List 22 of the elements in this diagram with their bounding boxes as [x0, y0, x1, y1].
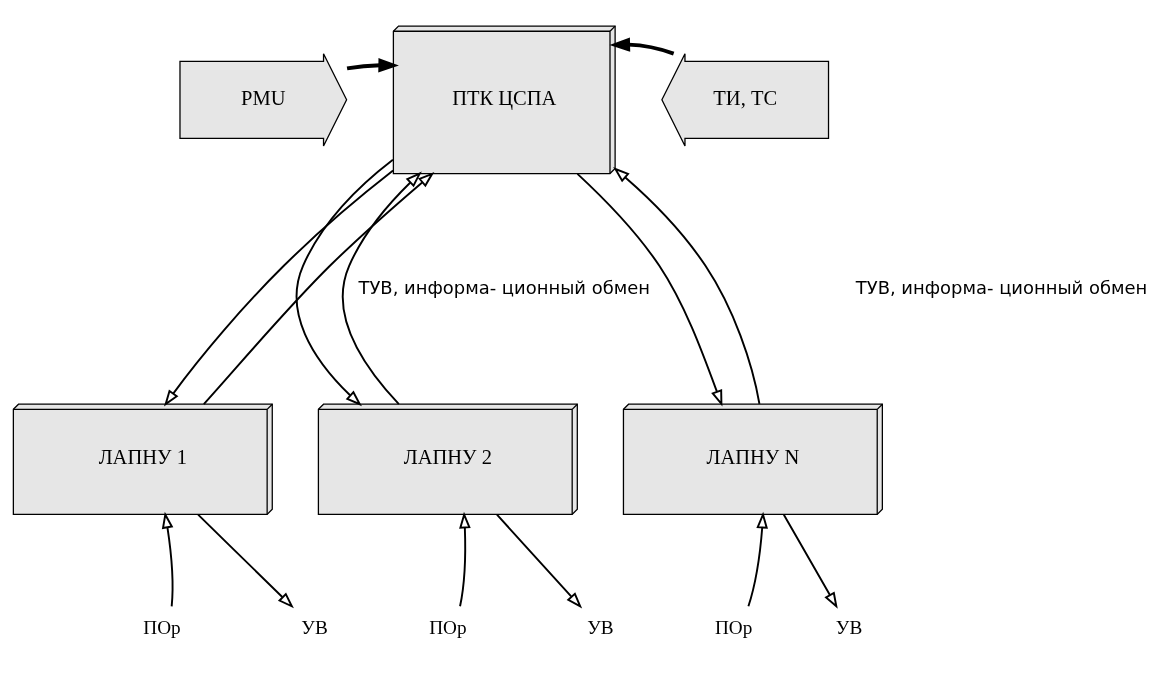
arrow	[341, 171, 422, 406]
arrow	[346, 58, 399, 73]
node-text: УВ	[301, 617, 328, 639]
arrow	[459, 511, 471, 608]
node-text: УВ	[587, 617, 614, 639]
node-text: ПОр	[429, 617, 467, 639]
node-text: ПОр	[143, 617, 181, 639]
arrow	[163, 169, 395, 407]
label: ТУВ, информа- ционный обмен	[358, 276, 651, 298]
arrow	[576, 172, 723, 407]
node-text: УВ	[835, 617, 863, 639]
arrow	[202, 171, 435, 406]
arrow	[613, 167, 761, 405]
node-text: ПОр	[714, 617, 753, 639]
arrow	[496, 513, 583, 609]
arrow	[609, 37, 675, 56]
label: ТУВ, информа- ционный обмен	[855, 276, 1148, 298]
arrow	[295, 158, 394, 407]
arrow	[782, 513, 838, 609]
arrow	[197, 513, 294, 609]
arrow	[747, 511, 768, 608]
arrow	[161, 511, 174, 608]
